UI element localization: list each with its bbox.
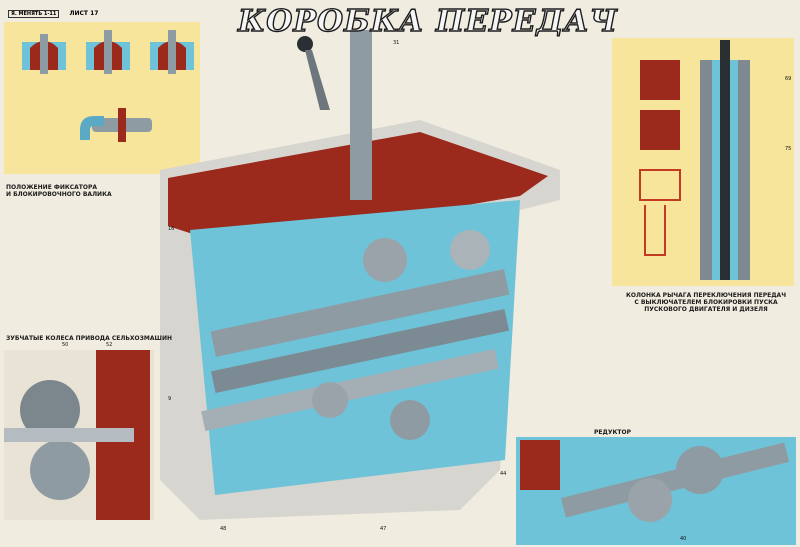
callout-69: 69	[785, 76, 791, 82]
callout-44: 44	[500, 471, 506, 477]
callout-47: 47	[380, 526, 386, 532]
reducer-heading: РЕДУКТОР	[594, 429, 631, 436]
lever-column-diagram	[639, 40, 750, 280]
sheet-number: ЛИСТ 17	[69, 10, 99, 17]
callout-31: 31	[393, 40, 399, 46]
callout-75: 75	[785, 146, 791, 152]
callout-52: 52	[106, 342, 112, 348]
callout-50: 50	[62, 342, 68, 348]
fixator-heading: ПОЛОЖЕНИЕ ФИКСАТОРА И БЛОКИРОВОЧНОГО ВАЛ…	[6, 184, 112, 198]
callout-40: 40	[680, 536, 686, 542]
gearbox-main-cutaway	[160, 30, 560, 520]
callout-9: 9	[168, 396, 171, 402]
sheet-box-label: Я. МЕНЯТЬ 1-11	[8, 10, 60, 18]
callout-16: 16	[168, 226, 174, 232]
ag-gears-diagram	[4, 350, 154, 520]
lever-heading: КОЛОНКА РЫЧАГА ПЕРЕКЛЮЧЕНИЯ ПЕРЕДАЧ С ВЫ…	[625, 292, 787, 313]
callout-numbers: 31 16 9 48 47 44 50 52 69 75 40	[62, 40, 791, 542]
reducer-diagram	[516, 437, 796, 545]
fixator-diagram	[22, 30, 194, 142]
callout-48: 48	[220, 526, 226, 532]
sheet-header: Я. МЕНЯТЬ 1-11 ЛИСТ 17	[8, 10, 98, 18]
poster-title: КОРОБКА ПЕРЕДАЧ	[237, 3, 619, 39]
ag-gears-heading: ЗУБЧАТЫЕ КОЛЕСА ПРИВОДА СЕЛЬХОЗМАШИН	[6, 335, 172, 342]
